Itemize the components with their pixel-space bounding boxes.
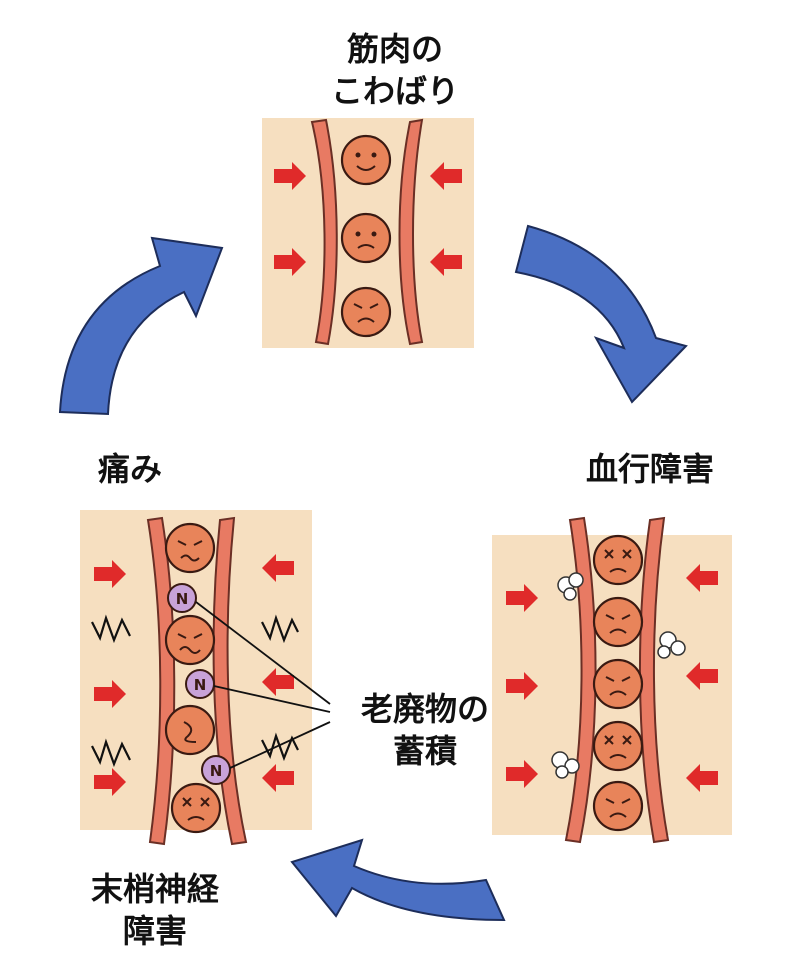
waste-particle-1: N [167,583,197,613]
waste-particle-3: N [201,755,231,785]
svg-text:N: N [210,762,223,780]
cell-suffering-1 [164,522,216,574]
waste-pointer-lines [195,601,331,769]
puff-3 [551,751,580,779]
label-muscle-stiffness: 筋肉の こわばり [255,28,535,112]
label-waste-line1: 老廃物の [360,690,489,728]
cell-knocked-out-left [170,782,222,834]
cycle-arrow-left [58,236,224,416]
cycle-arrow-bottom [290,838,506,922]
panel-circulation-disorder [492,516,732,844]
label-muscle-stiffness-line1: 筋肉の [346,30,443,68]
cycle-arrow-top-right [514,224,688,404]
svg-text:N: N [176,590,189,608]
cell-sad-right-1 [592,596,644,648]
cell-worried [340,212,392,264]
label-peripheral-nerve-line1: 末梢神経 [90,870,219,908]
cell-suffering-3 [164,704,216,756]
cell-suffering-2 [164,614,216,666]
label-muscle-stiffness-line2: こわばり [330,72,459,110]
panel-muscle-stiffness [262,118,474,348]
pain-zigzag-3 [261,614,299,644]
label-peripheral-nerve-line2: 障害 [122,912,187,950]
cell-sad-right-3 [592,780,644,832]
pain-zigzag-1 [91,614,131,644]
label-pain: 痛み [97,450,162,488]
label-circulation-disorder: 血行障害 [585,450,714,488]
pain-zigzag-2 [91,738,131,768]
cell-happy [340,134,392,186]
cell-knocked-out-1 [592,534,644,586]
puff-1 [557,572,584,601]
vessel-wall-left-right [564,516,597,844]
waste-particle-2: N [185,669,215,699]
cell-sad [340,286,392,338]
label-waste-accumulation: 老廃物の 蓄積 [320,688,530,772]
cell-sad-right-2 [592,658,644,710]
panel-pain: N N N [80,510,312,846]
label-peripheral-nerve-disorder: 末梢神経 障害 [40,868,270,952]
cell-knocked-out-2 [592,720,644,772]
label-waste-line2: 蓄積 [392,732,457,770]
puff-2 [657,631,686,659]
svg-text:N: N [194,676,207,694]
vessel-wall-right-top [398,118,424,346]
vessel-wall-left-top [310,118,338,346]
